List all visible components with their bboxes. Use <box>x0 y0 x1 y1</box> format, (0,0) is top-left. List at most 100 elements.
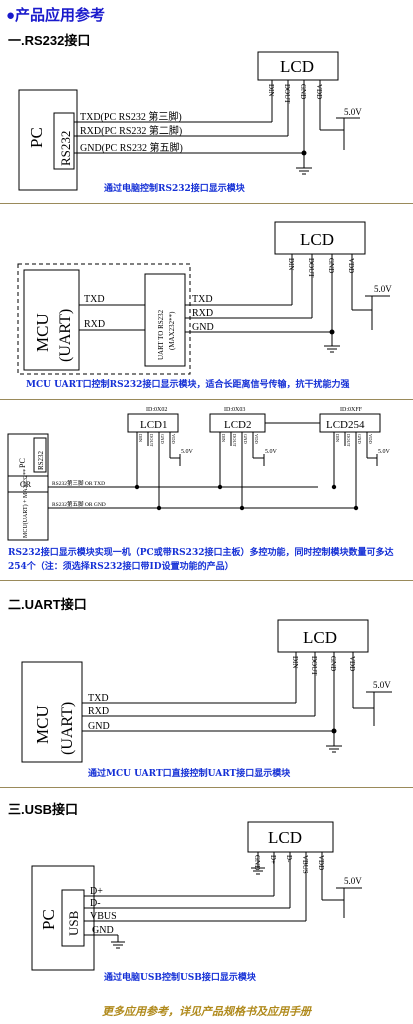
lcd254-pin-din: DIN <box>335 434 340 443</box>
pc-label: PC <box>18 458 27 468</box>
mcu-max232-label: MCU(UART) + MAX232** <box>22 469 29 538</box>
lcd254-id: ID:0XFF <box>340 407 363 413</box>
lcd254-pin-vdd: VDD <box>368 434 373 444</box>
lcd1-pin-gnd: GND <box>160 434 165 444</box>
out-txd: TXD <box>192 294 213 305</box>
section-heading-usb: 三.USB接口 <box>8 802 79 817</box>
caption-rs232: 通过电脑控制RS232接口显示模块 <box>104 184 245 194</box>
signal-rxd: RXD(PC RS232 第二脚) <box>80 124 182 137</box>
converter-chip: (MAX232**) <box>168 311 176 350</box>
lcd-label: LCD <box>303 628 337 647</box>
section-heading-uart: 二.UART接口 <box>8 597 87 612</box>
signal-dminus: D- <box>90 898 101 909</box>
pin-din: DIN <box>287 258 295 270</box>
caption-uart: 通过MCU UART口直接控制UART接口显示模块 <box>88 769 291 779</box>
lcd1-pin-dout: DOUT <box>149 434 154 447</box>
lcd-label: LCD <box>280 57 314 76</box>
signal-gnd: GND(PC RS232 第五脚) <box>80 141 183 154</box>
divider <box>0 203 413 204</box>
rs232-port <box>53 112 75 170</box>
diagram-usb: LCD GND D+ D- VBUS VDD 5.0V PC USB D+ D-… <box>31 821 362 971</box>
lcd-box <box>277 619 369 653</box>
divider <box>0 580 413 581</box>
pc-label: PC <box>39 909 58 930</box>
pin-gnd: GND <box>329 656 337 671</box>
pin-din: DIN <box>267 84 275 96</box>
lcd2-id: ID:0X03 <box>224 407 245 413</box>
lcd254-vdd: 5.0V <box>378 449 391 455</box>
footer-note: 更多应用参考，详见产品规格书及应用手册 <box>102 1005 311 1018</box>
lcd-label: LCD <box>300 230 334 249</box>
pin-dout: DOUT <box>283 84 291 104</box>
mcu-label: MCU <box>33 313 52 352</box>
page-title: ●产品应用参考 <box>6 7 106 24</box>
lcd254-label: LCD254 <box>326 419 365 431</box>
vdd-value: 5.0V <box>344 876 362 886</box>
pin-vdd: VDD <box>347 258 355 273</box>
signal-vbus: VBUS <box>90 911 117 922</box>
signal-rxd: RXD <box>88 706 109 717</box>
mcu-box <box>23 269 80 371</box>
dashed-module <box>17 263 191 375</box>
pin-dout: DOUT <box>310 656 318 676</box>
mcu-rxd: RXD <box>84 319 105 330</box>
signal-dplus: D+ <box>90 886 103 897</box>
diagram-mcu-max232: LCD DIN DOUT GND VDD 5.0V MCU (UART) TXD… <box>17 221 392 375</box>
lcd254-pin-dout: DOUT <box>346 434 351 447</box>
mcu-box <box>21 661 83 763</box>
lcd2-pin-gnd: GND <box>243 434 248 444</box>
port-label: USB <box>66 910 81 936</box>
lcd1-pin-vdd: VDD <box>171 434 176 444</box>
lcd2-pin-vdd: VDD <box>254 434 259 444</box>
uart-label: (UART) <box>57 309 74 362</box>
divider <box>0 787 413 788</box>
lcd1-id: ID:0X02 <box>146 407 167 413</box>
caption-usb: 通过电脑USB控制USB接口显示模块 <box>104 973 256 983</box>
mcu-label: MCU <box>33 705 52 744</box>
mcu-txd: TXD <box>84 294 105 305</box>
diagram-uart: LCD DIN DOUT GND VDD 5.0V MCU (UART) TXD… <box>21 619 392 763</box>
pin-gnd: GND <box>253 855 261 870</box>
port-label: RS232 <box>37 450 45 470</box>
pin-vbus: VBUS <box>301 855 309 874</box>
pc-label: PC <box>27 127 46 148</box>
diagram-rs232: LCD DIN DOUT GND VDD 5.0V PC RS232 TXD(P… <box>18 51 362 191</box>
or-label: OR <box>20 480 32 489</box>
pin-vdd: VDD <box>317 855 325 870</box>
out-rxd: RXD <box>192 308 213 319</box>
signal-txd: TXD(PC RS232 第三脚) <box>80 110 182 123</box>
pin-vdd: VDD <box>315 84 323 99</box>
divider <box>0 399 413 400</box>
signal-gnd: GND <box>88 721 110 732</box>
converter-label: UART TO RS232 <box>157 309 165 360</box>
usb-port <box>61 889 85 947</box>
lcd2-pin-din: DIN <box>221 434 226 443</box>
pin-din: DIN <box>291 656 299 668</box>
lcd-box <box>274 221 366 255</box>
lcd1-vdd: 5.0V <box>181 449 194 455</box>
pin-gnd: GND <box>299 84 307 99</box>
port-label: RS232 <box>58 131 73 166</box>
lcd2-vdd: 5.0V <box>265 449 278 455</box>
pc-box <box>31 865 95 971</box>
bus-line-txd: RS232第三脚 OR TXD <box>52 479 105 487</box>
vdd-value: 5.0V <box>373 680 391 690</box>
lcd-label: LCD <box>268 828 302 847</box>
lcd2-label: LCD2 <box>224 419 252 431</box>
caption-mcu-max232: MCU UART口控制RS232接口显示模块，适合长距离信号传输，抗干扰能力强 <box>26 380 350 390</box>
pin-dminus: D- <box>285 855 293 863</box>
lcd1-label: LCD1 <box>140 419 168 431</box>
section-heading-rs232: 一.RS232接口 <box>8 33 91 48</box>
vdd-value: 5.0V <box>374 284 392 294</box>
lcd-box <box>257 51 339 81</box>
pc-box <box>18 89 78 191</box>
rs232-port <box>33 437 47 473</box>
pin-dout: DOUT <box>307 258 315 278</box>
bus-line-gnd: RS232第五脚 OR GND <box>52 500 106 508</box>
pin-vdd: VDD <box>348 656 356 671</box>
lcd254-pin-gnd: GND <box>357 434 362 444</box>
diagram-multi-lcd: ID:0X02 ID:0X03 ID:0XFF LCD1 LCD2 LCD254… <box>7 407 391 541</box>
pin-dplus: D+ <box>269 855 277 864</box>
uart-label: (UART) <box>59 702 76 755</box>
pin-gnd: GND <box>327 258 335 273</box>
